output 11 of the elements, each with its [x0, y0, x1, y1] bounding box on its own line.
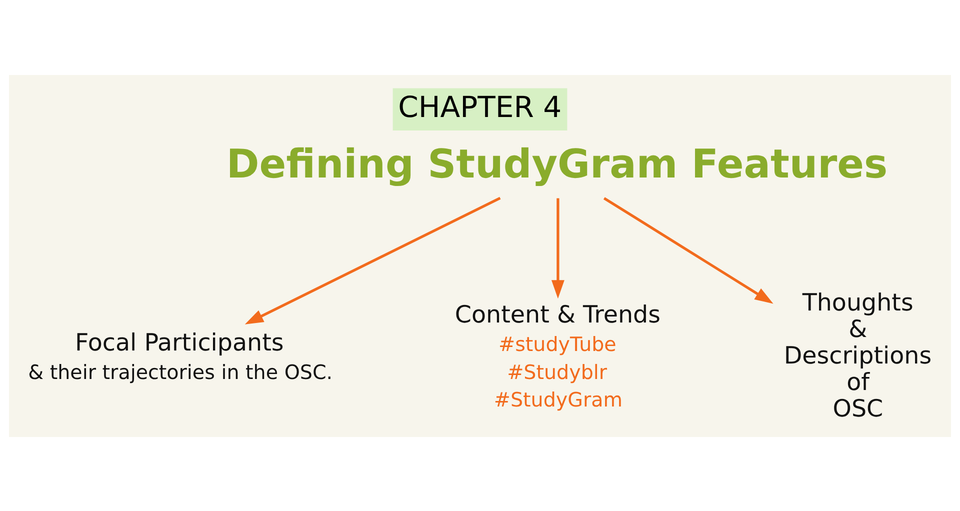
node-text: Defining StudyGram Features — [226, 140, 888, 187]
node-label: #Studyblr — [507, 360, 608, 384]
arrow — [551, 198, 564, 298]
diagram-title: CHAPTER 4 — [398, 89, 562, 124]
node-text: Thoughts & Descriptions of OSC — [784, 288, 932, 422]
arrow — [603, 196, 774, 304]
node-label: #StudyGram — [494, 388, 623, 412]
arrow — [244, 196, 501, 324]
node-label: #studyTube — [498, 332, 616, 356]
node-text: Content & Trends — [454, 300, 660, 328]
node-text: Focal Participants & their trajectories in the OSC. — [28, 328, 333, 384]
